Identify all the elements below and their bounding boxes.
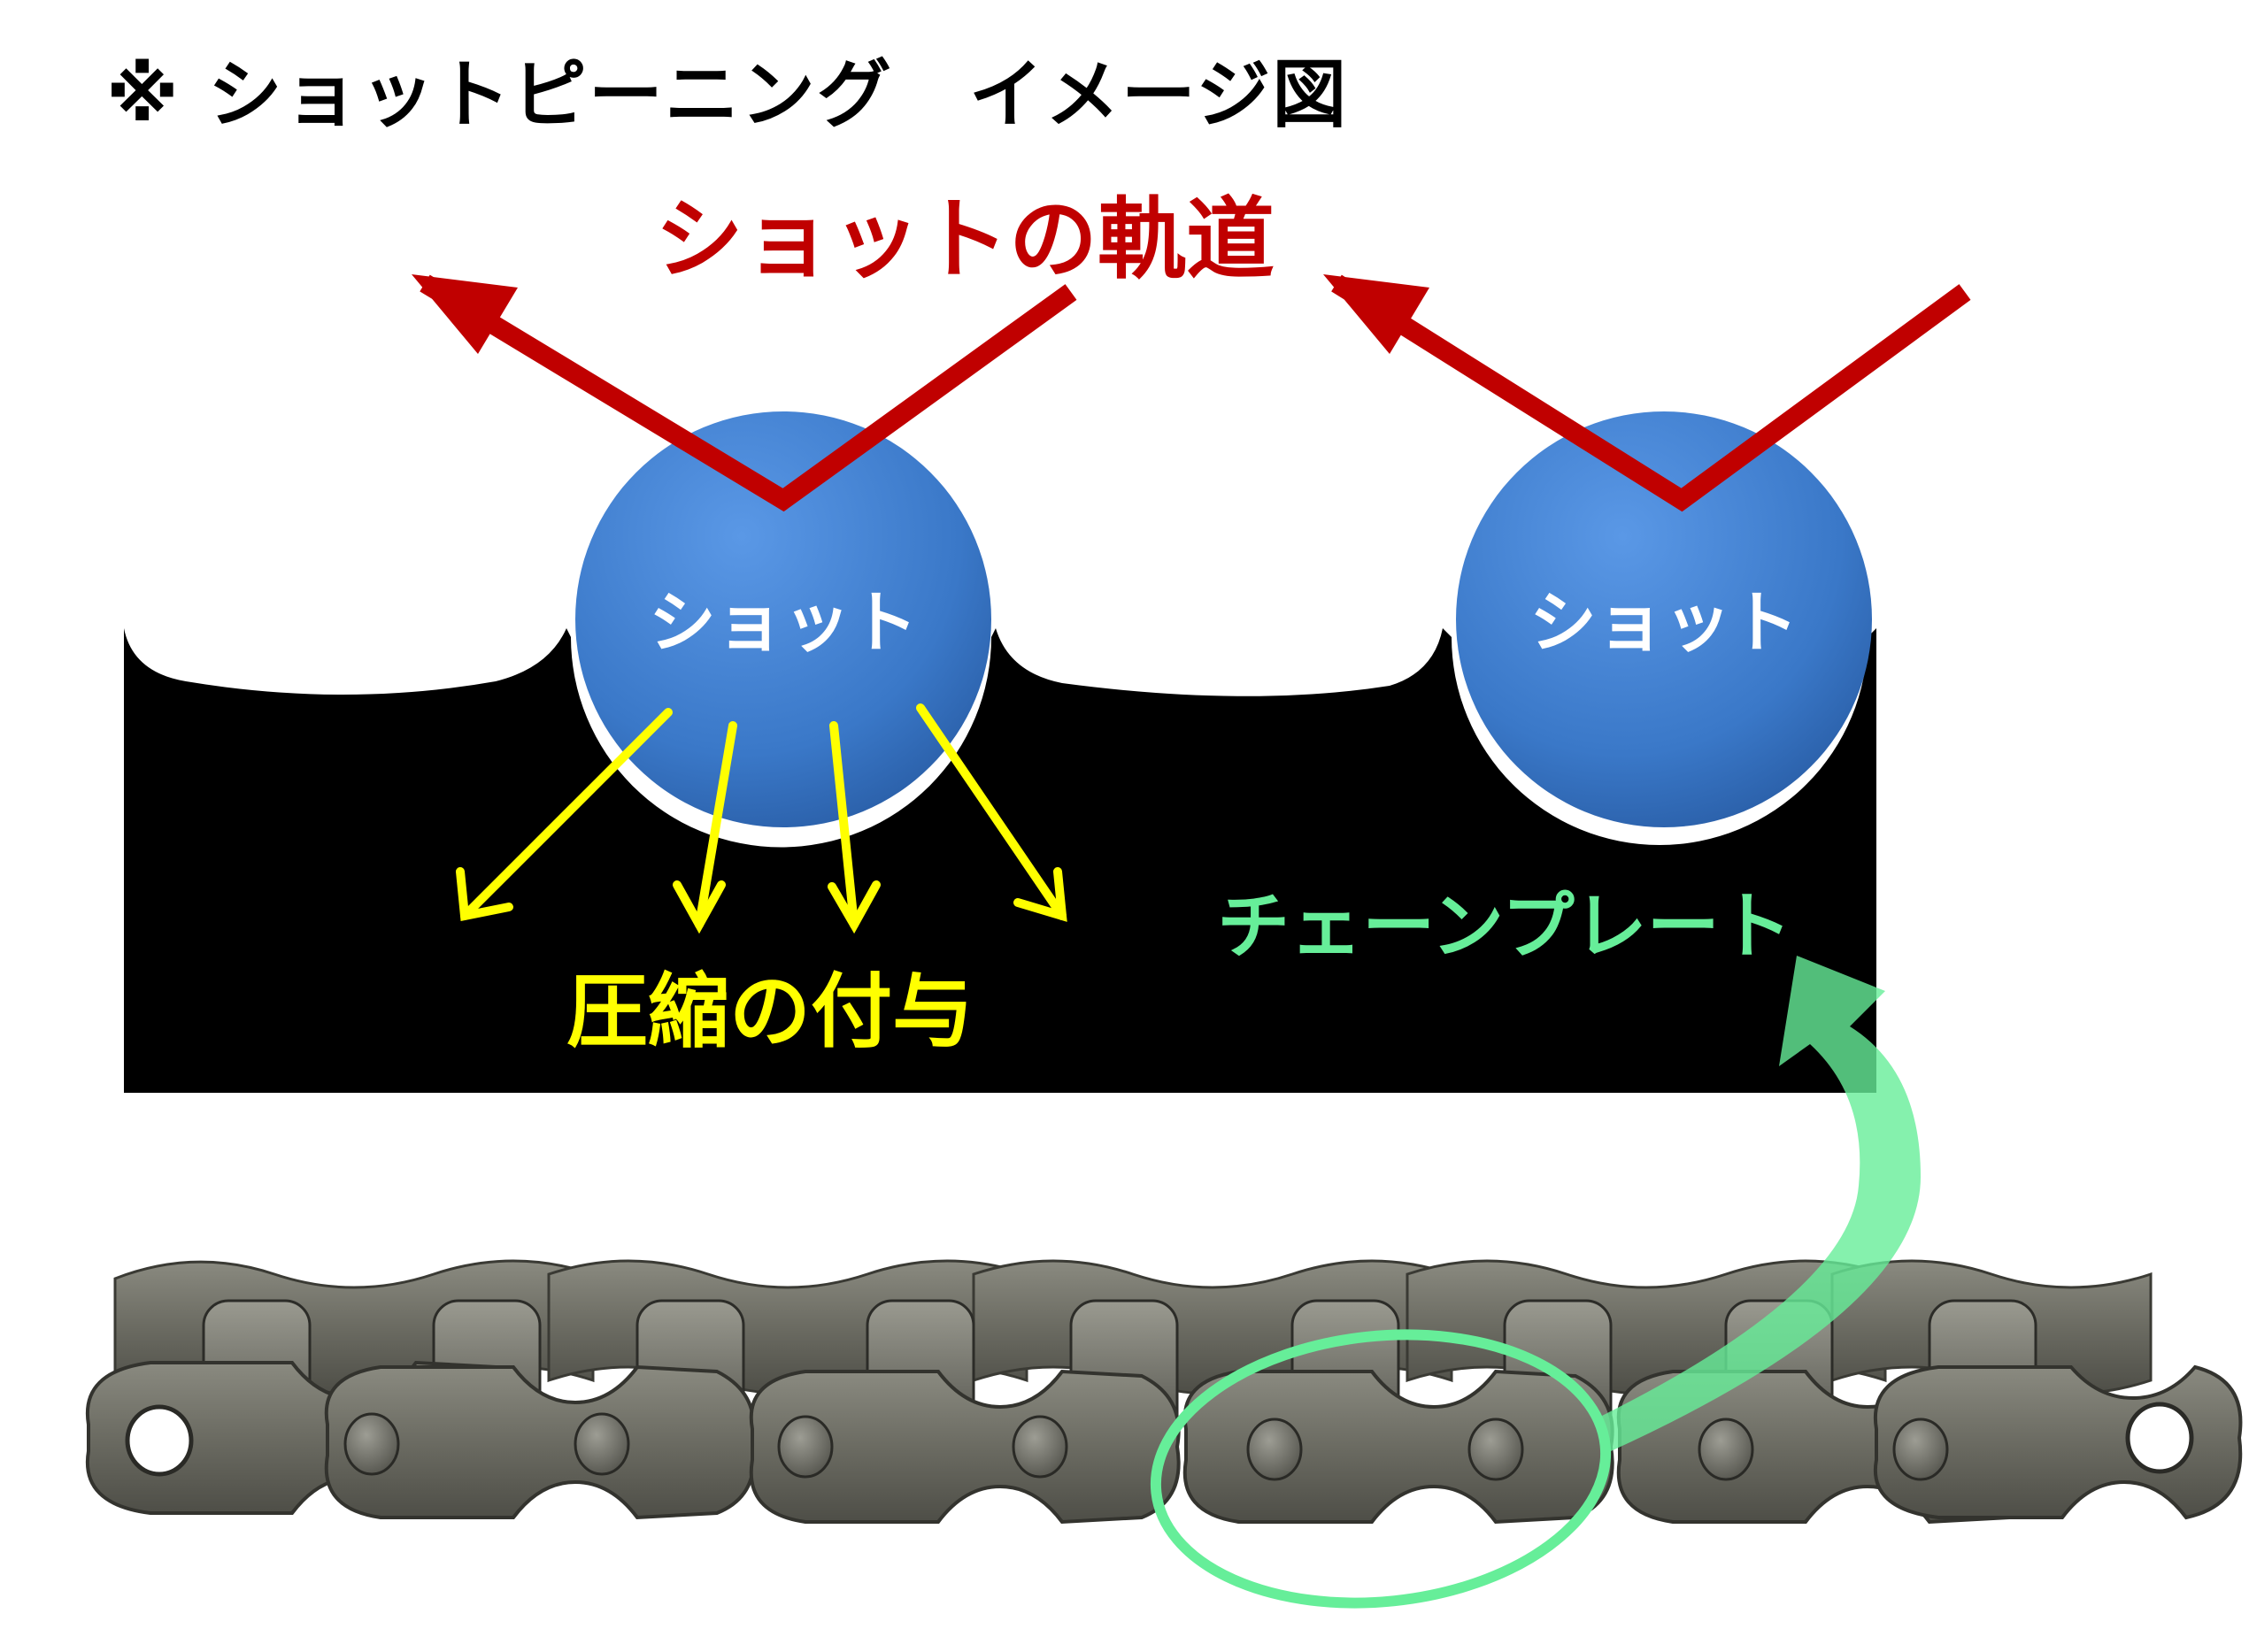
shot-label: ショット (649, 583, 918, 662)
compression-label: 圧縮の付与 (566, 964, 974, 1059)
shot-label: ショット (1529, 583, 1798, 662)
roller-chain (88, 1261, 2241, 1522)
trajectory-label: ショットの軌道 (655, 188, 1275, 291)
chain-plate-label: チェーンプレート (1217, 885, 1791, 969)
